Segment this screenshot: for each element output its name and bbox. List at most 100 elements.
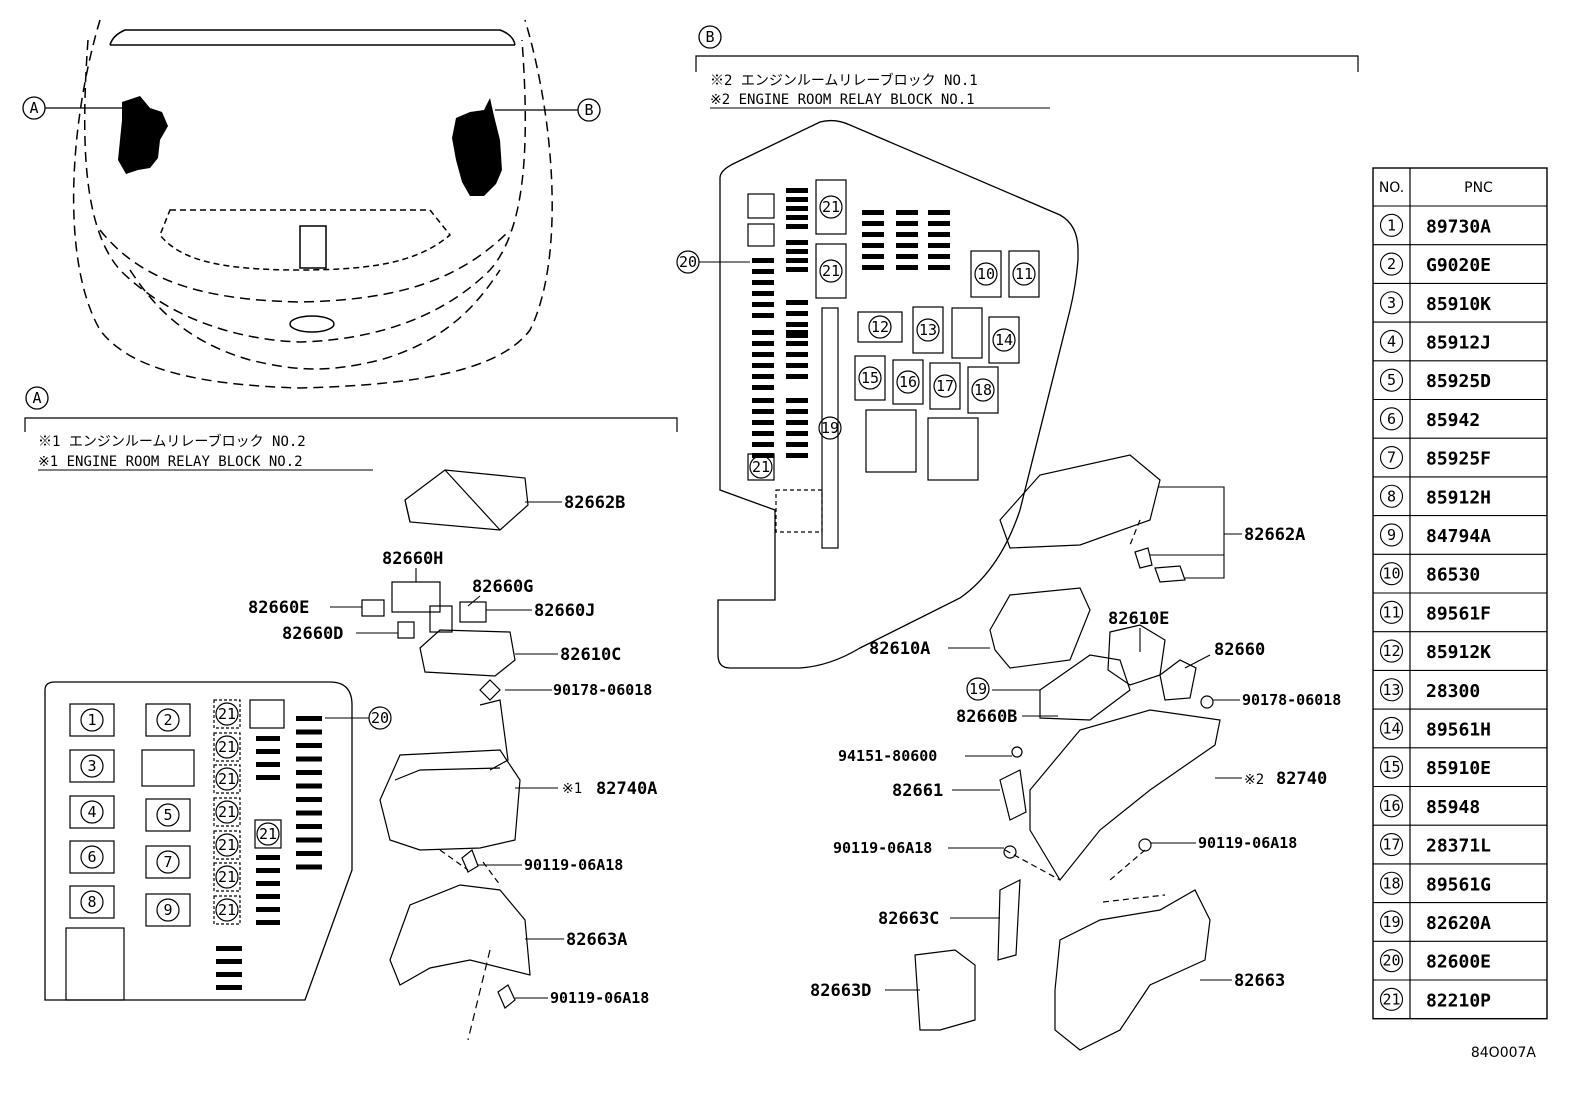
fuse-slot: [752, 398, 774, 403]
section-a-callout-top: A: [22, 96, 128, 120]
pnc-row-number-circle: [1379, 832, 1404, 857]
section-a-label: A: [29, 99, 38, 117]
block-a-cell-21-label: 21: [218, 705, 236, 723]
pnc-row-value: 89561G: [1426, 874, 1491, 895]
pnc-row-value: 85942: [1426, 410, 1480, 431]
fuse-slot: [296, 783, 322, 789]
fuse-slot: [928, 254, 950, 259]
fuse-slot: [786, 249, 808, 254]
block-a-cell-21: 21: [213, 830, 241, 860]
block-a-cell-3: 3: [69, 749, 115, 783]
block-a-cell-21: 21: [213, 895, 241, 925]
block-b-empty-slot: [865, 409, 917, 473]
fuse-slot: [862, 210, 884, 215]
pnc-row-number: 9: [1387, 526, 1396, 544]
fuse-slot: [752, 280, 774, 285]
section-b-part-drawings: [914, 454, 1221, 1051]
fuse-slot: [786, 300, 808, 305]
pnc-row-number-circle: [1379, 329, 1404, 354]
fuse-slot: [296, 837, 322, 843]
block-a-cell-8-label: 8: [87, 893, 96, 911]
part-label-b-5: 90178-06018: [1242, 691, 1341, 709]
pnc-row-number-circle: [1379, 562, 1404, 586]
section-a-note-jp: ※1 エンジンルームリレーブロック NO.2: [38, 433, 306, 450]
block-a-cell-3-label: 3: [87, 757, 96, 775]
fuse-slot: [786, 420, 808, 425]
pnc-table-header-no: NO.: [1379, 180, 1404, 196]
part-label-a-5: 82660D: [282, 624, 343, 644]
fuse-slot: [786, 431, 808, 436]
pnc-row-number: 17: [1382, 836, 1400, 854]
part-label-a-2: 82660G: [472, 577, 533, 597]
pnc-table-row: 6 85942: [1379, 407, 1480, 431]
pnc-table-row: 13 28300: [1379, 678, 1480, 702]
pnc-row-number-circle: [1379, 484, 1404, 508]
part-label-b-13: 82663: [1234, 971, 1285, 991]
pnc-row-number-circle: [1379, 213, 1404, 237]
block-b-empty-slot: [927, 417, 979, 481]
part-label-a-11: 90119-06A18: [550, 989, 649, 1007]
fuse-slot: [216, 985, 242, 990]
pnc-row-number: 13: [1382, 681, 1400, 699]
block-a-cell-21: 21: [213, 732, 241, 762]
fuse-slot: [928, 243, 950, 248]
pnc-row-number: 6: [1387, 410, 1396, 428]
pnc-row-value: 28371L: [1426, 836, 1491, 857]
pnc-row-value: 85910E: [1426, 758, 1491, 779]
pnc-row-value: 85912K: [1426, 642, 1491, 663]
callout-19-label: 19: [969, 680, 987, 698]
fuse-slot: [786, 398, 808, 403]
pnc-row-number-circle: [1379, 523, 1404, 547]
fuse-slot: [256, 881, 280, 886]
pnc-row-value: 86530: [1426, 565, 1480, 586]
section-b-marker: B: [705, 28, 714, 46]
fuse-slot: [862, 265, 884, 270]
pnc-row-number: 16: [1382, 797, 1400, 815]
block-a-cell-5-label: 5: [163, 806, 172, 824]
block-b-cell-15-label: 15: [861, 369, 879, 387]
pnc-row-number: 1: [1387, 216, 1396, 234]
part-label-a-4: 82660J: [534, 601, 595, 621]
block-a-cell-9-label: 9: [163, 901, 172, 919]
block-a-cell-21-label: 21: [218, 901, 236, 919]
fuse-slot: [216, 972, 242, 977]
pnc-row-number-circle: [1379, 794, 1404, 818]
block-a-empty-slot: [249, 699, 285, 729]
relay-block-b-fuse-stripes: [752, 188, 950, 458]
fuse-slot: [928, 265, 950, 270]
pnc-row-value: 28300: [1426, 681, 1480, 702]
block-a-cell-7: 7: [145, 845, 191, 879]
part-label-b-0: 82662A: [1244, 525, 1305, 545]
block-a-cell-21-label: 21: [218, 770, 236, 788]
fuse-slot: [296, 797, 322, 802]
fuse-slot: [862, 243, 884, 248]
pnc-row-number-circle: [1379, 716, 1404, 741]
block-b-cell-11-label: 11: [1015, 265, 1033, 283]
block-a-cell-21-label: 21: [218, 738, 236, 756]
section-b-note-jp: ※2 エンジンルームリレーブロック NO.1: [710, 72, 978, 89]
block-b-cell-14: 14: [988, 316, 1020, 364]
pnc-row-value: 85912J: [1426, 332, 1491, 353]
block-b-cell-18-label: 18: [974, 381, 992, 399]
block-b-cell-21-label: 21: [822, 262, 840, 280]
pnc-row-value: 82620A: [1426, 913, 1491, 934]
part-label-a-0: 82662B: [564, 493, 625, 513]
block-a-empty-slot: [65, 927, 125, 1001]
part-label-b-1: 82610E: [1108, 609, 1169, 629]
pnc-row-number-circle: [1379, 445, 1404, 470]
relay-block-locations: [118, 96, 502, 196]
block-a-cell-2-label: 2: [163, 711, 172, 729]
fuse-slot: [896, 254, 918, 259]
fuse-slot: [256, 736, 280, 741]
part-label-b-6: 94151-80600: [838, 747, 937, 765]
fuse-slot: [896, 210, 918, 215]
